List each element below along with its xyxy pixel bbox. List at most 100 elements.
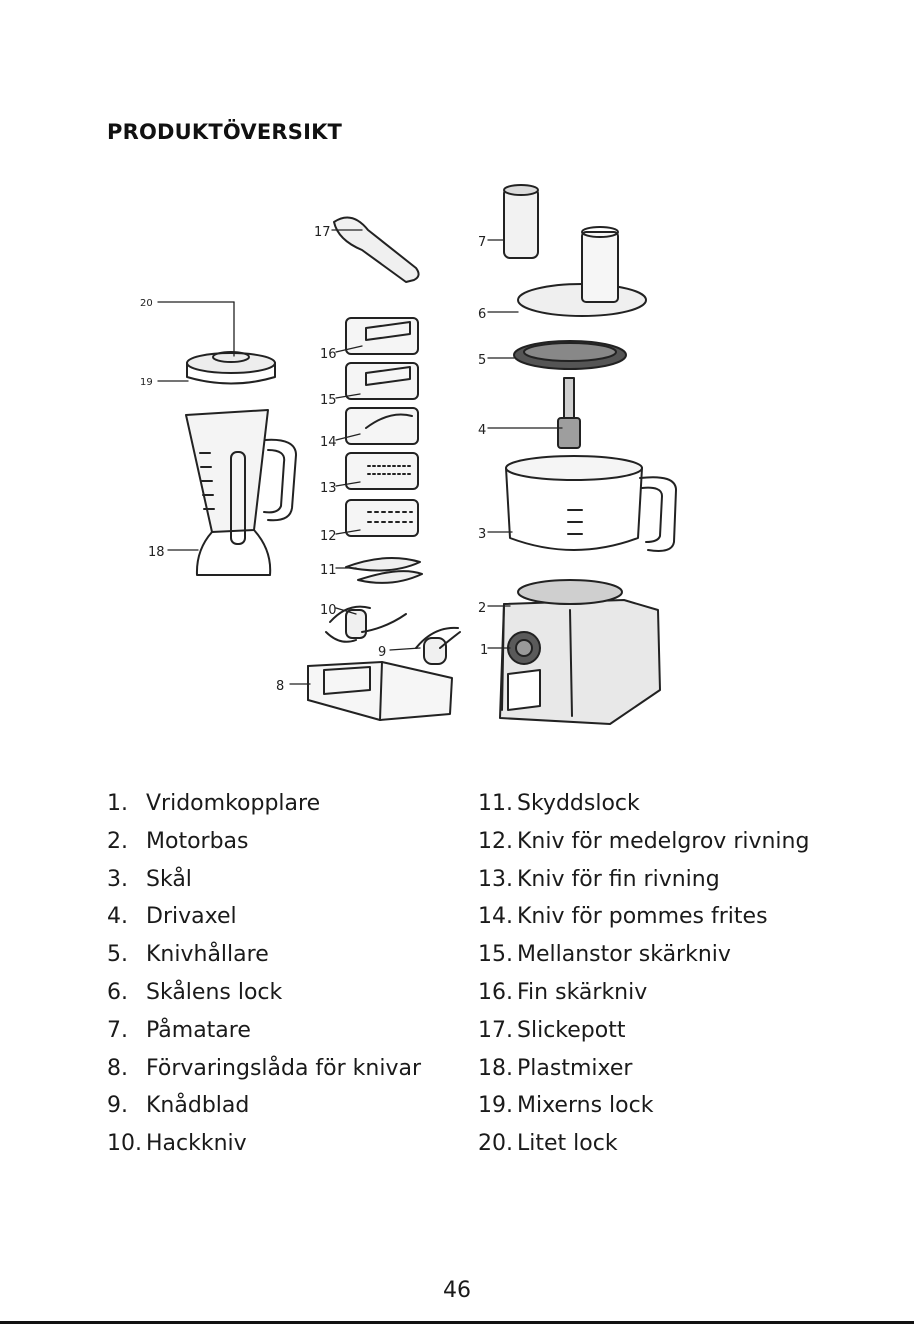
item-number: 15. (478, 942, 513, 968)
item-label: Skål (146, 866, 192, 892)
storage-box-drawing (307, 661, 453, 721)
item-number: 11. (478, 791, 513, 816)
diagram-label-1: 1 (480, 643, 488, 658)
diagram-label-13: 13 (320, 481, 337, 496)
list-item: 8. Förvaringslåda för knivar (107, 1050, 421, 1088)
item-label: Fin skärkniv (517, 979, 648, 1005)
list-item: 4. Drivaxel (107, 898, 421, 936)
list-item: 3. Skål (107, 861, 421, 899)
diagram-label-18: 18 (148, 545, 165, 560)
disc-inserts-drawing (345, 317, 419, 537)
list-item: 1. Vridomkopplare (107, 785, 421, 823)
item-number: 17. (478, 1017, 513, 1043)
list-item: 14.Kniv för pommes frites (478, 898, 809, 936)
item-label: Mixerns lock (517, 1093, 654, 1119)
diagram-label-10: 10 (320, 603, 337, 618)
item-label: Förvaringslåda för knivar (146, 1055, 422, 1081)
item-number: 9. (107, 1093, 128, 1119)
list-item: 18.Plastmixer (478, 1050, 809, 1088)
item-number: 3. (107, 866, 128, 892)
blender-jug-drawing (185, 409, 297, 576)
item-label: Litet lock (517, 1131, 618, 1157)
item-label: Kniv för pommes frites (517, 904, 768, 930)
item-label: Drivaxel (146, 904, 237, 930)
item-label: Slickepott (517, 1017, 626, 1043)
diagram-label-19: 19 (140, 377, 153, 388)
item-label: Plastmixer (517, 1055, 633, 1081)
parts-list-left: 1. Vridomkopplare 2. Motorbas 3. Skål 4. Dri… (107, 785, 421, 1163)
item-number: 7. (107, 1017, 128, 1043)
item-number: 12. (478, 828, 513, 854)
diagram-label-15: 15 (320, 393, 337, 408)
item-label: Hackkniv (146, 1131, 247, 1157)
list-item: 17.Slickepott (478, 1012, 809, 1050)
item-label: Motorbas (146, 828, 249, 854)
list-item: 11.Skyddslock (478, 785, 809, 823)
list-item: 10.Hackkniv (107, 1125, 421, 1163)
page-number: 46 (443, 1278, 471, 1303)
item-number: 6. (107, 979, 128, 1005)
list-item: 5. Knivhållare (107, 936, 421, 974)
disc-holder-drawing (513, 340, 627, 370)
item-number: 18. (478, 1055, 513, 1081)
diagram-label-20: 20 (140, 298, 153, 309)
motor-base-drawing (499, 579, 661, 725)
list-item: 20.Litet lock (478, 1125, 809, 1163)
list-item: 7. Påmatare (107, 1012, 421, 1050)
diagram-label-9: 9 (378, 645, 386, 660)
diagram-label-16: 16 (320, 347, 337, 362)
product-diagram: 1 2 3 4 5 6 7 8 9 10 11 12 13 14 15 16 1… (140, 184, 677, 725)
item-label: Skyddslock (517, 791, 640, 816)
item-number: 2. (107, 828, 128, 854)
item-number: 13. (478, 866, 513, 892)
blender-lid-drawing (186, 351, 276, 385)
list-item: 19.Mixerns lock (478, 1087, 809, 1125)
bowl-lid-drawing (517, 226, 647, 317)
diagram-label-5: 5 (478, 353, 486, 368)
diagram-label-2: 2 (478, 601, 486, 616)
item-label: Knivhållare (146, 942, 269, 968)
divider (0, 1321, 914, 1324)
diagram-label-11: 11 (320, 563, 337, 578)
diagram-label-7: 7 (478, 235, 486, 250)
list-item: 9. Knådblad (107, 1087, 421, 1125)
item-label: Kniv för medelgrov rivning (517, 828, 810, 854)
page-title: PRODUKTÖVERSIKT (107, 120, 343, 144)
item-label: Knådblad (146, 1093, 250, 1119)
list-item: 12.Kniv för medelgrov rivning (478, 823, 809, 861)
parts-list-right: 11.Skyddslock 12.Kniv för medelgrov rivn… (478, 785, 809, 1163)
list-item: 15.Mellanstor skärkniv (478, 936, 809, 974)
item-label: Vridomkopplare (146, 791, 321, 816)
dough-blade-drawing (415, 626, 461, 665)
diagram-label-4: 4 (478, 423, 486, 438)
spatula-drawing (333, 216, 420, 283)
item-number: 10. (107, 1131, 142, 1157)
item-number: 5. (107, 942, 128, 968)
diagram-label-3: 3 (478, 527, 486, 542)
item-number: 16. (478, 979, 513, 1005)
chopping-blade-drawing (325, 605, 407, 643)
diagram-label-17: 17 (314, 225, 331, 240)
bowl-drawing (505, 455, 677, 552)
item-label: Mellanstor skärkniv (517, 942, 731, 968)
item-number: 1. (107, 791, 128, 816)
diagram-label-6: 6 (478, 307, 486, 322)
diagram-label-8: 8 (276, 679, 284, 694)
pusher-drawing (503, 184, 539, 259)
drive-shaft-drawing (557, 377, 581, 449)
list-item: 16.Fin skärkniv (478, 974, 809, 1012)
item-label: Kniv för fin rivning (517, 866, 720, 892)
item-label: Påmatare (146, 1017, 251, 1043)
item-number: 8. (107, 1055, 128, 1081)
diagram-label-14: 14 (320, 435, 337, 450)
diagram-label-12: 12 (320, 529, 337, 544)
list-item: 2. Motorbas (107, 823, 421, 861)
item-number: 20. (478, 1131, 513, 1157)
item-number: 14. (478, 904, 513, 930)
item-label: Skålens lock (146, 979, 283, 1005)
cover-disc-drawing (345, 557, 423, 584)
list-item: 13.Kniv för fin rivning (478, 861, 809, 899)
list-item: 6. Skålens lock (107, 974, 421, 1012)
item-number: 19. (478, 1093, 513, 1119)
item-number: 4. (107, 904, 128, 930)
